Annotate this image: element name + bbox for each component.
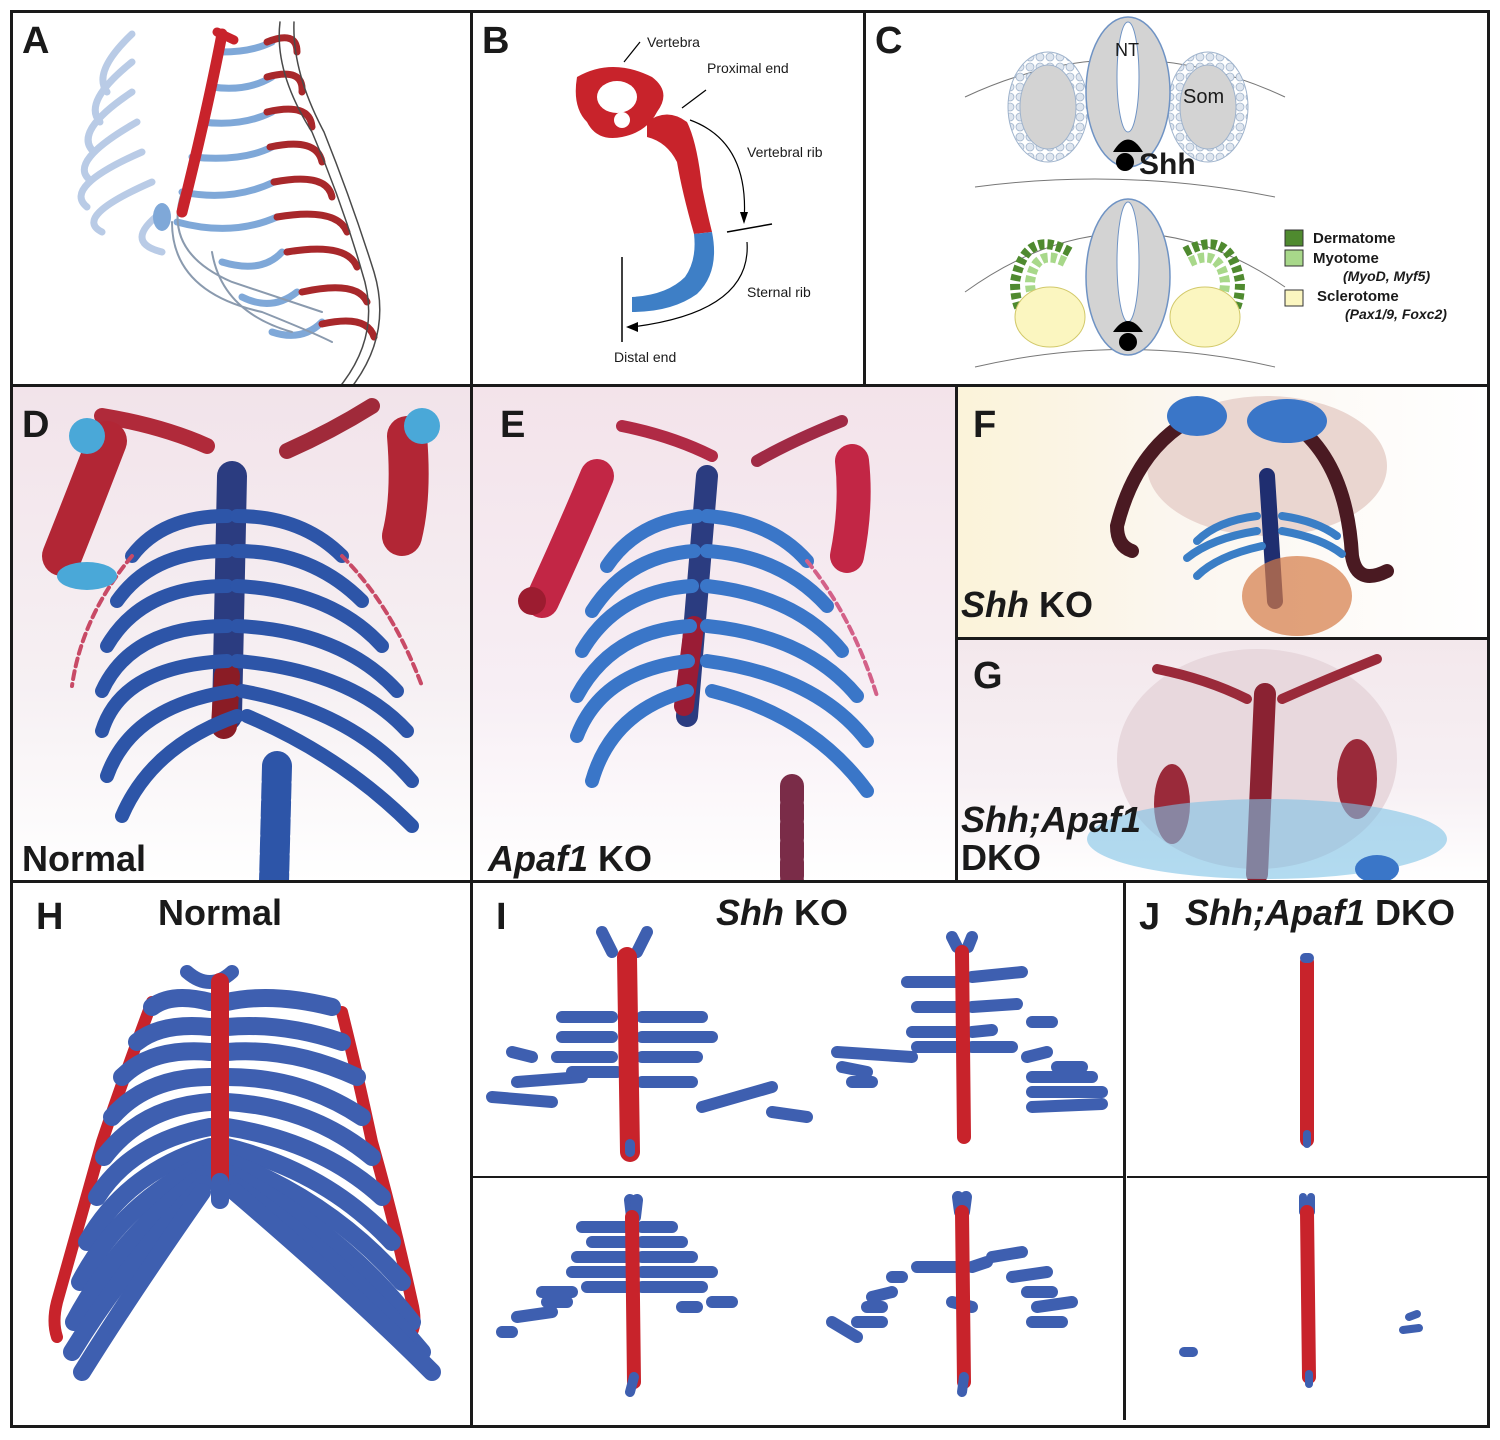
legend-dermatome: Dermatome (1313, 230, 1396, 247)
rib-cage-3d-illustration (77, 21, 381, 385)
caption-gene: Shh (961, 584, 1029, 625)
panel-letter-g: G (973, 655, 1003, 697)
normal-rib-cage-schematic (48, 965, 441, 1381)
panel-d: D Normal (12, 386, 472, 882)
caption-suffix: KO (588, 838, 653, 879)
label-vertebral-rib: Vertebral rib (747, 144, 823, 160)
caption-dko: DKO (961, 837, 1041, 878)
label-sternal-rib: Sternal rib (747, 284, 811, 300)
caption-shh-apaf1: Shh;Apaf1 (961, 799, 1141, 840)
legend-swatch-dermatome (1284, 229, 1304, 247)
caption-suffix: KO (1029, 584, 1094, 625)
panel-letter-b: B (482, 20, 510, 62)
caption-apaf1-ko: Apaf1 KO (488, 838, 652, 880)
title-gene: Shh;Apaf1 (1185, 892, 1365, 933)
legend-sclerotome-genes: (Pax1/9, Foxc2) (1345, 306, 1447, 322)
label-nt: NT (1115, 40, 1139, 60)
shh-ko-skeleton-photo (1109, 396, 1394, 636)
shh-apaf1-dko-skeleton-photo (1087, 649, 1447, 882)
title-normal: Normal (158, 892, 283, 933)
caption-gene: Apaf1 (488, 838, 589, 879)
title-suffix: KO (784, 892, 849, 933)
label-som: Som (1183, 86, 1225, 108)
legend-sclerotome: Sclerotome (1317, 288, 1399, 305)
caption-shh-ko: Shh KO (961, 584, 1093, 626)
legend-myotome: Myotome (1313, 250, 1379, 267)
panel-h: H Normal (12, 882, 472, 1427)
panel-g: G Shh;Apaf1 DKO (957, 639, 1488, 882)
title-suffix: DKO (1365, 892, 1455, 933)
panel-a: A (12, 12, 472, 386)
label-shh: Shh (1139, 148, 1196, 181)
somite-diagram (964, 16, 1304, 368)
panel-letter-a: A (22, 20, 50, 62)
panel-f: F Shh KO (957, 386, 1488, 639)
panel-c: NT Som Shh Dermatome Myotome (MyoD, Myf5… (865, 12, 1488, 386)
label-vertebra: Vertebra (647, 34, 700, 50)
panel-letter-h: H (36, 896, 64, 938)
panel-letter-i: I (496, 896, 507, 938)
panel-i: I Shh KO (472, 882, 1124, 1427)
panel-letter-f: F (973, 404, 997, 446)
normal-skeleton-photo (42, 398, 440, 882)
apaf1-ko-skeleton-photo (518, 415, 879, 882)
panel-letter-j: J (1139, 896, 1161, 938)
label-distal-end: Distal end (614, 349, 677, 365)
shh-ko-rib-schematics (472, 926, 1124, 1397)
rib-schematic (575, 41, 773, 342)
shh-apaf1-dko-rib-schematics (1127, 953, 1488, 1388)
title-shh-apaf1-dko: Shh;Apaf1 DKO (1185, 892, 1455, 934)
legend-swatch-myotome (1284, 249, 1304, 267)
panel-letter-d: D (22, 404, 50, 446)
panel-letter-c: C (875, 20, 903, 62)
panel-b: Vertebra Proximal end Vertebral rib Ster… (472, 12, 865, 386)
caption-normal: Normal (22, 838, 147, 879)
panel-e: E Apaf1 KO (472, 386, 957, 882)
legend-swatch-sclerotome (1284, 289, 1304, 307)
panel-letter-e: E (500, 404, 526, 446)
title-shh-ko: Shh KO (716, 892, 848, 934)
panel-j: J Shh;Apaf1 DKO (1127, 882, 1488, 1427)
legend-myotome-genes: (MyoD, Myf5) (1343, 268, 1431, 284)
label-proximal-end: Proximal end (707, 60, 789, 76)
title-gene: Shh (716, 892, 784, 933)
